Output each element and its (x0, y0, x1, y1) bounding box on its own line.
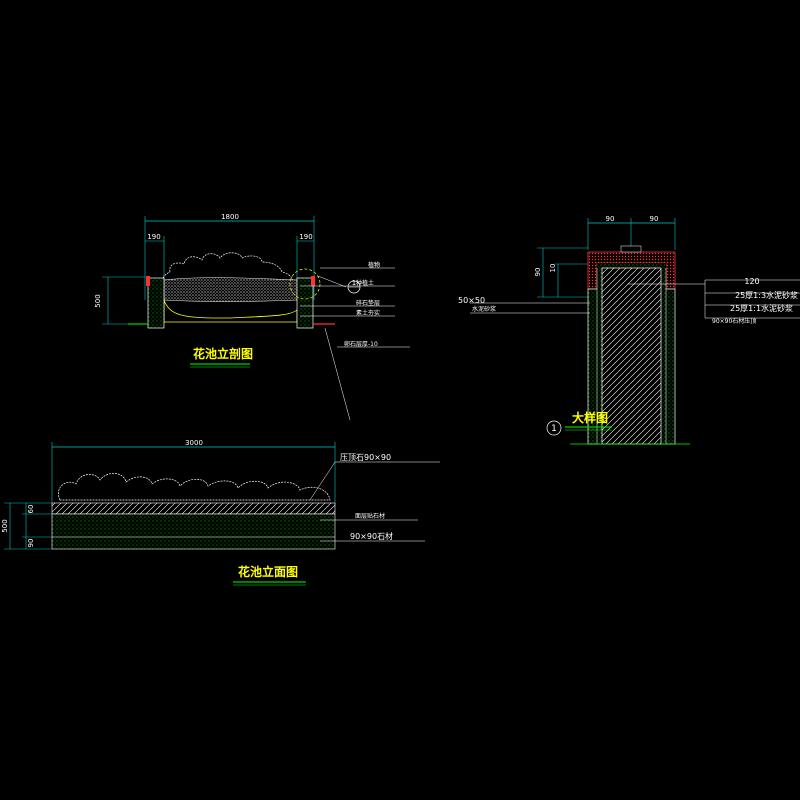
elevation-note-2: 面层贴石材 (355, 512, 385, 520)
section-callout-number: 1 (352, 279, 356, 287)
elevation-note-3: 90×90石材 (350, 531, 393, 541)
elevation-dim-height: 500 (1, 519, 9, 532)
section-dim-height: 500 (94, 294, 102, 307)
elevation-dim-top: 60 (27, 505, 35, 514)
detail-note-left-bottom: 水泥砂浆 (472, 305, 496, 313)
section-view: 1800 190 190 500 1 (94, 213, 410, 421)
detail-dim-side-top: 90 (534, 268, 542, 277)
detail-callout-number: 1 (551, 424, 557, 434)
detail-dim-left: 90 (606, 215, 615, 223)
section-note-5: 卵石层厚-10 (344, 340, 378, 348)
detail-note-right-3: 25厚1:1水泥砂浆 (730, 303, 793, 313)
detail-note-right-4: 90×90石材压顶 (712, 317, 756, 325)
detail-note-right-1: 120 (744, 277, 759, 286)
detail-title: 大样图 (572, 410, 608, 425)
section-note-3: 碎石垫层 (356, 299, 380, 307)
detail-dim-right: 90 (650, 215, 659, 223)
elevation-view: 3000 500 60 90 压顶石90×90 面层贴石材 90×90石材 花池… (1, 439, 440, 586)
detail-dim-side-mid: 10 (549, 264, 557, 273)
elevation-note-1: 压顶石90×90 (340, 453, 391, 462)
elevation-dim-overall: 3000 (185, 439, 203, 447)
section-note-4: 素土夯实 (356, 309, 380, 317)
elevation-title: 花池立面图 (238, 564, 298, 579)
section-dim-left-wall: 190 (147, 233, 160, 241)
detail-view: 90 90 90 10 120 25厚1:3水泥砂浆 25厚1:1水泥砂浆 90… (458, 215, 800, 445)
detail-note-left: 50×50 (458, 296, 485, 305)
section-dim-right-wall: 190 (299, 233, 312, 241)
elevation-dim-bottom: 90 (27, 539, 35, 548)
detail-note-right-2: 25厚1:3水泥砂浆 (735, 290, 798, 300)
section-dim-overall: 1800 (221, 213, 239, 221)
section-title: 花池立剖图 (193, 346, 253, 361)
section-note-2: 种植土 (356, 279, 374, 287)
section-note-1: 植物 (368, 261, 380, 269)
